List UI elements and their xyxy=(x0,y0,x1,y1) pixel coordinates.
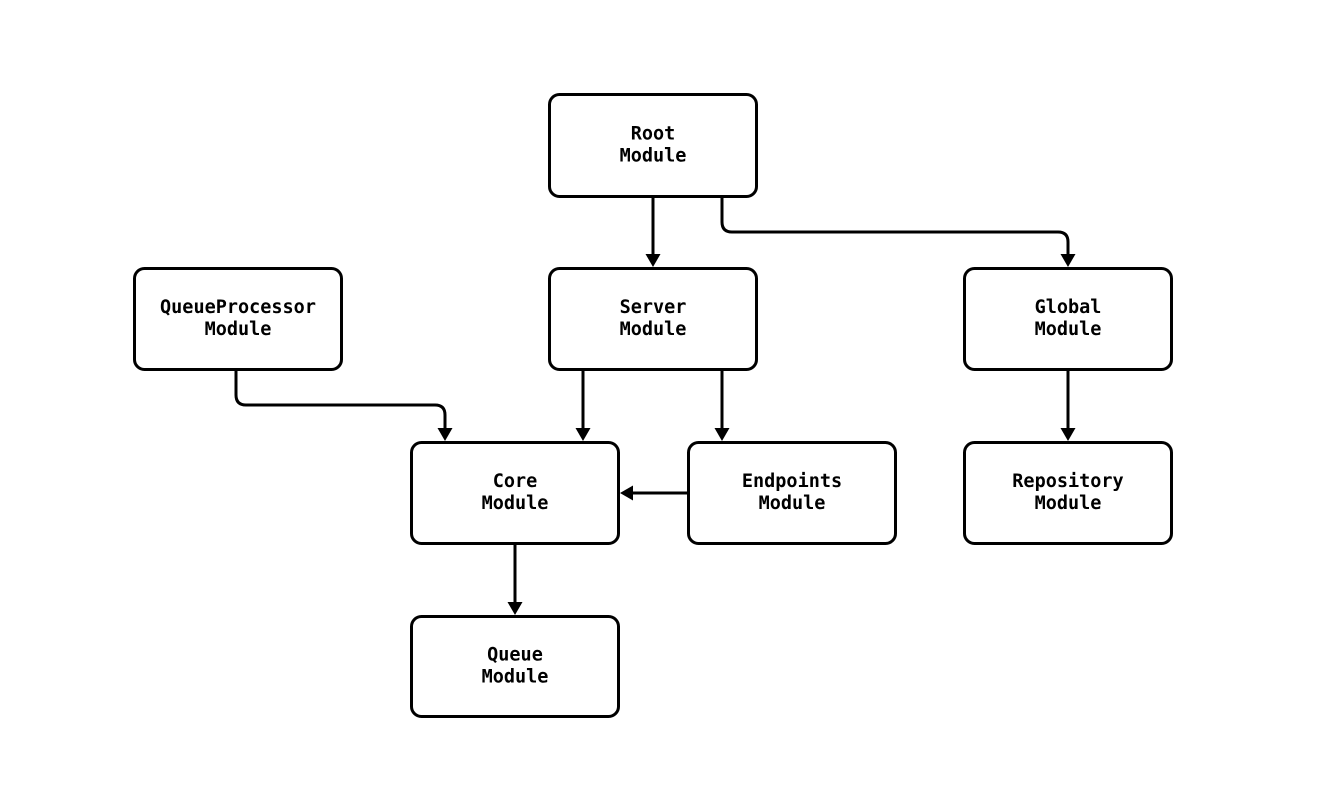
edge-global-to-repository xyxy=(1060,371,1076,441)
edge-queueprocessor-to-core-arrowhead-icon xyxy=(437,428,453,441)
root-module-node-label-line2: Module xyxy=(620,146,687,167)
edge-core-to-queue xyxy=(507,545,523,615)
edge-global-to-repository-arrowhead-icon xyxy=(1060,428,1076,441)
edge-root-to-global-line xyxy=(720,198,1070,255)
queueprocessor-module-node-box[interactable] xyxy=(133,267,343,371)
global-module-node-box[interactable] xyxy=(963,267,1173,371)
endpoints-module-node-label-line1: Endpoints xyxy=(742,471,842,492)
edge-endpoints-to-core xyxy=(620,485,687,501)
core-module-node-label-line2: Module xyxy=(482,493,549,514)
core-module-node-label-line1: Core xyxy=(493,471,538,492)
root-module-node-label-line1: Root xyxy=(631,124,676,145)
nodes-layer: RootModuleQueueProcessorModuleServerModu… xyxy=(133,93,1173,718)
server-module-node-box[interactable] xyxy=(548,267,758,371)
queue-module-node-label-line2: Module xyxy=(482,667,549,688)
edge-core-to-queue-arrowhead-icon xyxy=(507,602,523,615)
edge-queueprocessor-to-core-line xyxy=(234,371,447,429)
edge-server-to-core xyxy=(575,371,591,441)
server-module-node-label-line1: Server xyxy=(620,297,687,318)
queueprocessor-module-node-label-line1: QueueProcessor xyxy=(160,297,316,318)
edges-layer xyxy=(234,198,1076,615)
edge-server-to-endpoints-arrowhead-icon xyxy=(714,428,730,441)
core-module-node-box[interactable] xyxy=(410,441,620,545)
global-module-node-label-line1: Global xyxy=(1035,297,1102,318)
edge-root-to-server-arrowhead-icon xyxy=(645,254,661,267)
edge-endpoints-to-core-arrowhead-icon xyxy=(620,485,633,501)
queue-module-node-label-line1: Queue xyxy=(487,645,543,666)
edge-root-to-server xyxy=(645,198,661,267)
edge-root-to-global xyxy=(720,198,1076,267)
root-module-node-box[interactable] xyxy=(548,93,758,198)
queue-module-node-box[interactable] xyxy=(410,615,620,718)
repository-module-node-box[interactable] xyxy=(963,441,1173,545)
queueprocessor-module-node-label-line2: Module xyxy=(205,319,272,340)
global-module-node-label-line2: Module xyxy=(1035,319,1102,340)
endpoints-module-node-box[interactable] xyxy=(687,441,897,545)
repository-module-node-label-line2: Module xyxy=(1035,493,1102,514)
edge-queueprocessor-to-core xyxy=(234,371,453,441)
server-module-node-label-line2: Module xyxy=(620,319,687,340)
edge-server-to-core-arrowhead-icon xyxy=(575,428,591,441)
edge-server-to-endpoints xyxy=(714,371,730,441)
repository-module-node-label-line1: Repository xyxy=(1012,471,1123,492)
endpoints-module-node-label-line2: Module xyxy=(759,493,826,514)
edge-root-to-global-arrowhead-icon xyxy=(1060,254,1076,267)
